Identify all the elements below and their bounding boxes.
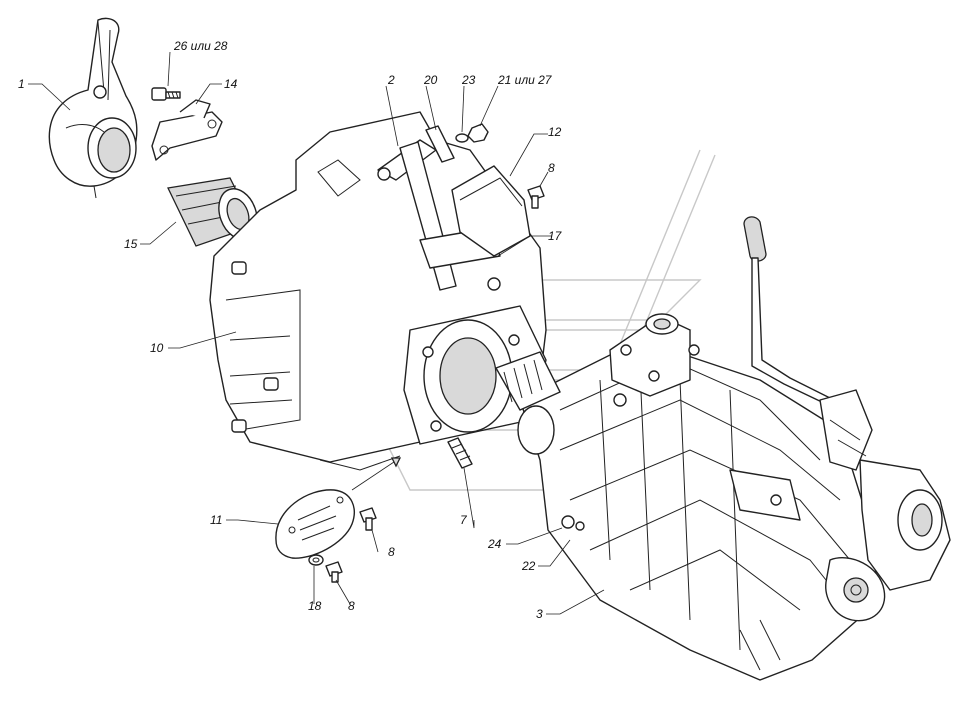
washer-part-23: [455, 133, 469, 143]
washer-part-18: [308, 554, 324, 566]
nut-part-21: [467, 123, 489, 143]
bolt-part-8-lower: [325, 561, 343, 583]
callout-8-middle: 8: [388, 545, 395, 559]
shift-lever-assembly: [743, 216, 951, 591]
assembly-arrow: [351, 457, 402, 491]
callout-20: 20: [423, 73, 438, 87]
callout-17: 17: [548, 229, 563, 243]
cover-plate-part-11: [275, 489, 355, 559]
callout-labels: 1 26 или 28 14 2 20 23 21 или 27 12 8 17…: [18, 39, 563, 621]
callout-14: 14: [224, 77, 238, 91]
callout-1: 1: [18, 77, 25, 91]
bolt-part-26: [151, 87, 181, 101]
callout-12: 12: [548, 125, 562, 139]
callout-26-or-28: 26 или 28: [173, 39, 228, 53]
clutch-housing-part-10: [209, 111, 547, 471]
callout-10: 10: [150, 341, 164, 355]
stud-part-7: [447, 437, 473, 469]
pin-part-20: [425, 125, 455, 163]
callout-21-or-27: 21 или 27: [497, 73, 553, 87]
gearbox-part-3: [495, 313, 886, 681]
release-fork-part-1: [48, 17, 138, 199]
callout-15: 15: [124, 237, 138, 251]
bolt-part-8-middle: [359, 507, 377, 531]
guide-sleeve-part-15: [167, 177, 258, 247]
bracket-part-14: [151, 99, 223, 161]
bolt-part-8-top: [527, 185, 545, 209]
callout-23: 23: [461, 73, 476, 87]
callout-24: 24: [487, 537, 502, 551]
callout-18: 18: [308, 599, 322, 613]
shift-rod-part-2: [377, 139, 501, 291]
callout-8-top: 8: [548, 161, 555, 175]
callout-3: 3: [536, 607, 543, 621]
leader-lines: [28, 51, 605, 615]
callout-2: 2: [387, 73, 395, 87]
callout-7: 7: [460, 513, 468, 527]
callout-8-lower: 8: [348, 599, 355, 613]
callout-11: 11: [210, 513, 222, 527]
callout-22: 22: [521, 559, 536, 573]
